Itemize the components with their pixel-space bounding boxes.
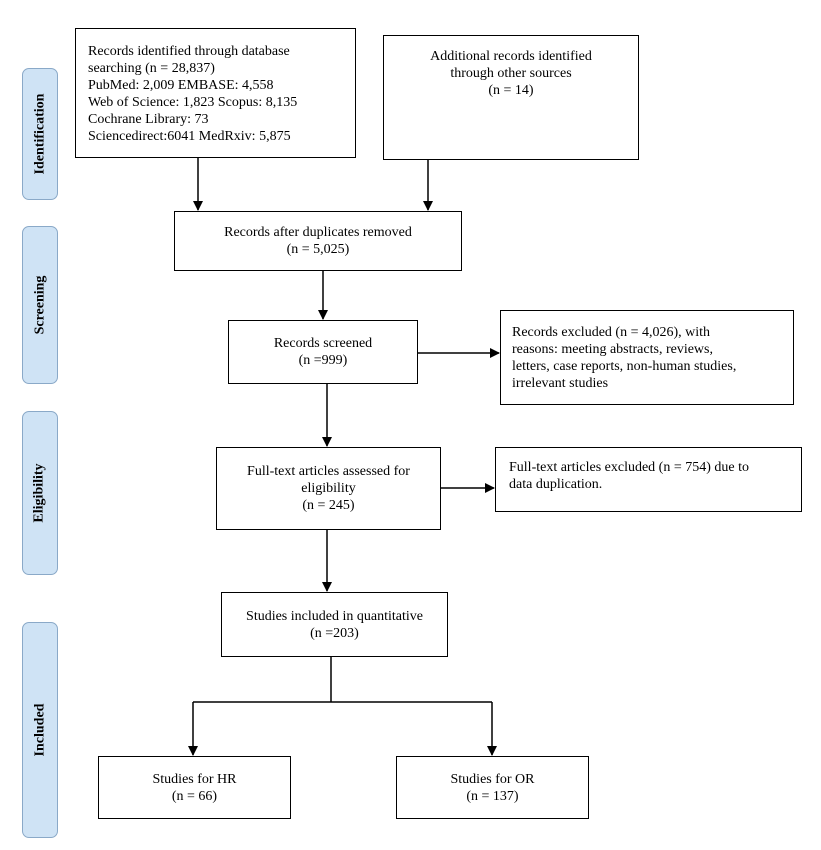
box-line: Studies included in quantitative	[246, 608, 423, 624]
box-screened: Records screened (n =999)	[228, 320, 418, 384]
stage-included: Included	[22, 622, 58, 838]
box-line: Full-text articles assessed for	[247, 464, 410, 479]
box-line: (n = 245)	[302, 498, 355, 513]
box-fulltext-assessed: Full-text articles assessed for eligibil…	[216, 447, 441, 530]
stage-eligibility: Eligibility	[22, 411, 58, 575]
box-line: Records after duplicates removed	[224, 225, 412, 240]
box-line: (n = 137)	[466, 788, 519, 804]
split-line	[193, 657, 492, 703]
box-database-search: Records identified through database sear…	[75, 28, 356, 158]
box-line: Web of Science: 1,823 Scopus: 8,135	[88, 95, 298, 110]
box-line: Additional records identified	[430, 49, 592, 64]
box-line: Records identified through database	[88, 44, 290, 59]
box-line: irrelevant studies	[512, 376, 609, 391]
box-line: eligibility	[301, 481, 356, 496]
box-line: PubMed: 2,009 EMBASE: 4,558	[88, 78, 274, 93]
box-line: Sciencedirect:6041 MedRxiv: 5,875	[88, 129, 291, 144]
stage-identification: Identification	[22, 68, 58, 200]
box-studies-or: Studies for OR (n = 137)	[396, 756, 589, 819]
box-line: searching (n = 28,837)	[88, 61, 215, 76]
box-line: Cochrane Library: 73	[88, 112, 209, 127]
box-records-excluded: Records excluded (n = 4,026), with reaso…	[500, 310, 794, 405]
box-fulltext-excluded: Full-text articles excluded (n = 754) du…	[495, 447, 802, 512]
box-line: Records screened	[273, 336, 373, 351]
box-line: through other sources	[450, 66, 572, 81]
box-quantitative: Studies included in quantitative (n =203…	[221, 592, 448, 657]
box-studies-hr: Studies for HR (n = 66)	[98, 756, 291, 819]
box-other-sources: Additional records identified through ot…	[383, 35, 639, 160]
box-line: reasons: meeting abstracts, reviews,	[512, 342, 713, 357]
box-line: Studies for HR	[152, 771, 237, 787]
box-line: (n = 14)	[488, 83, 534, 98]
box-line: Studies for OR	[450, 771, 535, 787]
box-line: letters, case reports, non-human studies…	[512, 359, 737, 374]
box-duplicates-removed: Records after duplicates removed (n = 5,…	[174, 211, 462, 271]
box-line: (n = 5,025)	[286, 242, 350, 257]
box-line: Records excluded (n = 4,026), with	[512, 325, 711, 340]
box-line: (n =999)	[298, 353, 348, 368]
stage-screening: Screening	[22, 226, 58, 384]
box-line: data duplication.	[509, 477, 603, 492]
box-line: (n =203)	[310, 625, 359, 641]
box-line: Full-text articles excluded (n = 754) du…	[509, 460, 749, 475]
box-line: (n = 66)	[171, 788, 218, 804]
